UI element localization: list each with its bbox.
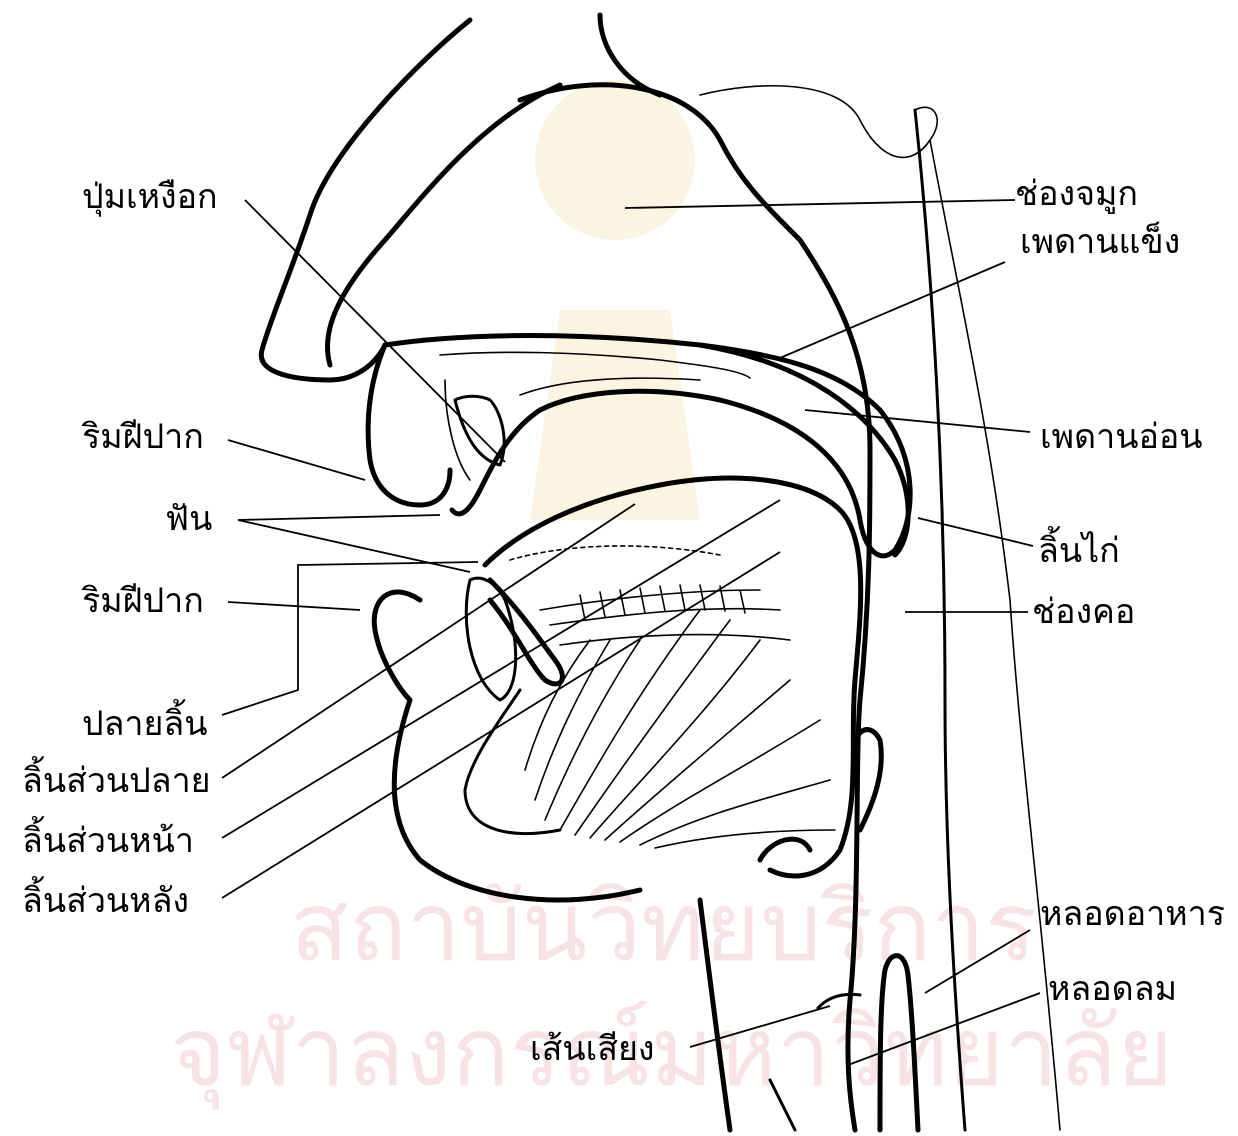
- label-nasal-cavity: ช่องจมูก: [1015, 174, 1138, 214]
- label-tongue-blade: ลิ้นส่วนปลาย: [22, 756, 211, 801]
- label-tongue-tip: ปลายลิ้น: [82, 699, 208, 744]
- label-soft-palate: เพดานอ่อน: [1040, 417, 1203, 457]
- label-hard-palate: เพดานแข็ง: [1020, 221, 1180, 262]
- tongue-muscle-fibres: [525, 590, 835, 848]
- tongue-surface-stripes: [580, 585, 745, 620]
- label-lower-lip: ริมฝีปาก: [81, 581, 204, 621]
- label-esophagus: หลอดอาหาร: [1040, 894, 1225, 934]
- tongue-dotted-line: [510, 546, 720, 560]
- watermark-line-1: สถาบันวิทยบริการ: [290, 871, 1037, 983]
- label-teeth: ฟัน: [165, 499, 212, 539]
- watermark-line-2: จุฬาลงกรณ์มหาวิทยาลัย: [170, 996, 1173, 1111]
- label-upper-lip: ริมฝีปาก: [81, 417, 204, 457]
- soft-palate: [700, 345, 908, 555]
- tongue-body-lower: [465, 690, 560, 834]
- face-outline-nose: [261, 20, 470, 380]
- label-uvula: ลิ้นไก่: [1038, 526, 1120, 571]
- lower-lip: [374, 592, 640, 900]
- label-trachea: หลอดลม: [1048, 969, 1177, 1009]
- watermark-emblem: [530, 80, 700, 520]
- label-tongue-back: ลิ้นส่วนหลัง: [22, 876, 189, 921]
- label-vocal-cords: เส้นเสียง: [530, 1029, 655, 1069]
- label-pharynx: ช่องคอ: [1032, 592, 1135, 632]
- upper-lip: [368, 345, 450, 505]
- label-tongue-front: ลิ้นส่วนหน้า: [22, 816, 194, 861]
- label-alveolar-ridge: ปุ่มเหงือก: [82, 177, 218, 217]
